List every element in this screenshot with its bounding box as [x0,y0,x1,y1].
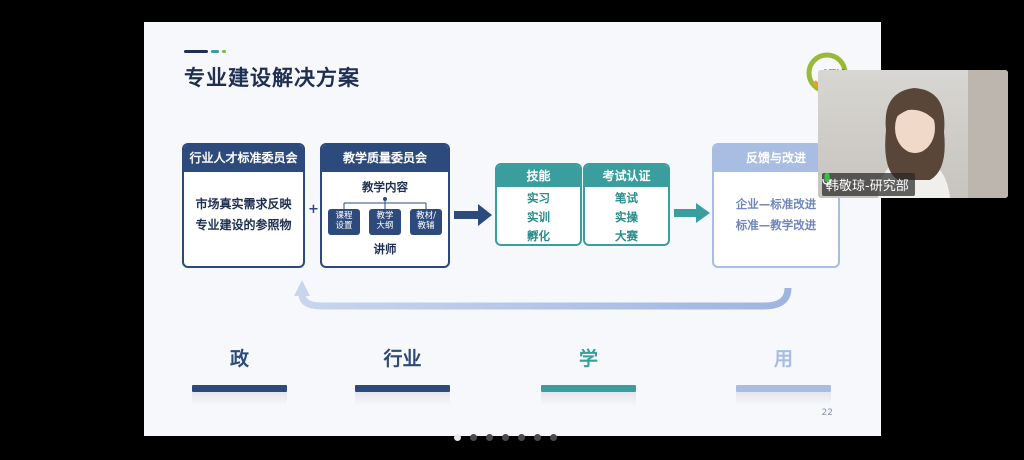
box-line: 市场真实需求反映 [195,197,292,211]
pillar-label: 学 [578,348,598,370]
pillar-label: 政 [229,348,249,370]
pillar-learning: 学 [541,344,636,406]
plus-sign: + [308,202,319,217]
page-number: 22 [821,408,833,418]
box-header: 教学质量委员会 [322,145,448,172]
box-line: 专业建设的参照物 [195,218,292,232]
feedback-loop-arrow-icon [294,280,792,310]
box-header: 技能 [497,165,580,187]
participant-name-tag: 韩敬琼-研究部 [822,173,915,196]
skills-box: 技能 实习 实训 孵化 [495,163,582,246]
box-line: 企业—标准改进 [735,197,817,211]
page-dot[interactable] [470,434,477,441]
lecturer-label: 讲师 [373,242,397,256]
box-header: 考试认证 [585,165,668,187]
skill-item: 孵化 [527,229,550,243]
teaching-content-tree: 课程 设置 教学 大纲 教材/ 教辅 [322,197,448,237]
page-dot[interactable] [502,434,509,441]
pillar-label: 用 [773,348,793,370]
pillar-label: 行业 [383,348,422,370]
microphone-icon [822,173,832,187]
participant-video-tile[interactable]: 韩敬琼-研究部 [818,70,1008,198]
materials-pill: 教材/ 教辅 [410,209,442,235]
participant-name: 韩敬琼-研究部 [826,179,909,194]
exam-item: 大赛 [615,229,638,243]
box-header: 反馈与改进 [714,145,838,172]
pillar-government: 政 [192,344,287,406]
skill-item: 实习 [527,191,550,205]
pillar-bar [541,385,636,392]
exam-certification-box: 考试认证 笔试 实操 大赛 [583,163,670,246]
page-dot[interactable] [534,434,541,441]
exam-item: 笔试 [615,191,638,205]
tree-connector [343,197,427,210]
shared-slide: 专业建设解决方案 ATIS 行业人才标准委员会 市场真实需求反映 专业建设的参照… [144,22,881,436]
page-dot[interactable] [550,434,557,441]
syllabus-pill: 教学 大纲 [369,209,401,235]
page-dot[interactable] [518,434,525,441]
teaching-content-label: 教学内容 [362,180,408,194]
box-header: 行业人才标准委员会 [184,145,303,172]
pillar-bar [192,385,287,392]
skill-item: 实训 [527,210,550,224]
curriculum-pill: 课程 设置 [328,209,360,235]
arrow-right-icon [454,204,492,226]
industry-standard-committee-box: 行业人才标准委员会 市场真实需求反映 专业建设的参照物 [182,143,305,268]
exam-item: 实操 [615,210,638,224]
pillar-bar [355,385,450,392]
slide-title: 专业建设解决方案 [184,66,360,90]
arrow-right-icon [674,203,710,223]
page-indicator [454,434,557,441]
page-dot[interactable] [486,434,493,441]
title-accent-bar [184,50,226,53]
page-dot[interactable] [454,434,461,441]
box-line: 标准—教学改进 [735,218,817,232]
teaching-quality-committee-box: 教学质量委员会 教学内容 课程 设置 教学 大纲 教材/ 教辅 讲师 [320,143,450,268]
pillar-bar [736,385,831,392]
pillar-industry: 行业 [355,344,450,406]
pillar-application: 用 [736,344,831,406]
